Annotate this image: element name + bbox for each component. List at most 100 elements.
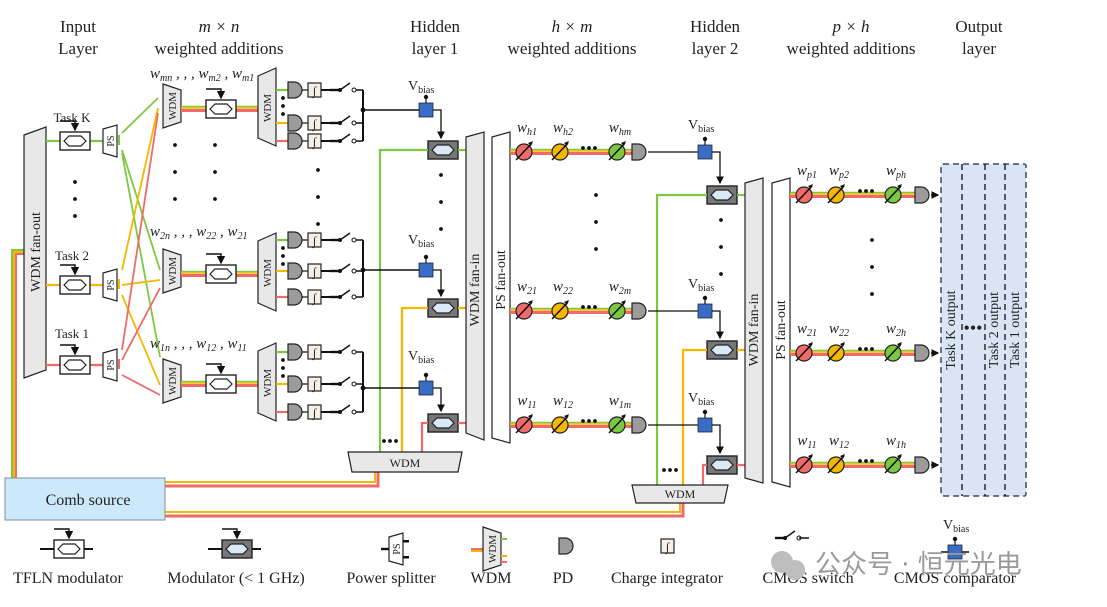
sub: 21 (238, 231, 248, 242)
tuning-arrowhead (564, 141, 569, 146)
slow-modulator-icon (427, 413, 459, 433)
wdm-icon: WDM (482, 526, 502, 572)
tunable-weight-icon (795, 342, 813, 362)
weight-subscript: 11 (527, 400, 536, 411)
weight-subscript: hm (619, 127, 631, 138)
ellipsis-dot (870, 292, 874, 296)
comb-source-label: Comb source (46, 492, 131, 509)
cmos-comparator-icon (697, 295, 713, 319)
charge-integrator-icon: ∫ (307, 289, 322, 305)
vbias-subscript: bias (698, 124, 714, 135)
tunable-weight-icon (884, 342, 902, 362)
modulator-arms (431, 144, 455, 156)
modulator-arms (710, 189, 734, 201)
hidden1-neuron: Vbias (363, 79, 466, 460)
weight-subscript: 21 (807, 328, 817, 339)
sub: mn (160, 73, 172, 84)
vbias-label: Vbias (408, 233, 434, 250)
header-mn-1: m × n (199, 17, 240, 36)
ellipsis-dot (870, 238, 874, 242)
ellipsis-dot (662, 468, 666, 472)
charge-integrator-icon: ∫ (307, 404, 322, 420)
weight-subscript: 22 (839, 328, 849, 339)
tuning-arrow (515, 142, 533, 161)
legend-label: Power splitter (346, 570, 436, 587)
hidden2-neuron: Vbias (648, 391, 745, 485)
legend-item: CMOS switch (762, 530, 854, 587)
tunable-weight-icon (827, 184, 845, 204)
input-row: Task 1PS (46, 326, 120, 382)
weight-label: wh1 (517, 120, 537, 138)
ellipsis-dot (439, 173, 443, 177)
tuning-arrowhead (897, 342, 902, 347)
integrator-symbol: ∫ (312, 378, 317, 392)
integrator-symbol: ∫ (312, 406, 317, 420)
photodetector-icon (914, 344, 930, 362)
slow-modulator-icon (706, 340, 738, 360)
ellipsis-dot (719, 245, 723, 249)
comparator-box (697, 303, 713, 319)
hidden2-neuron: Vbias (648, 118, 745, 485)
tuning-arrowhead (808, 184, 813, 189)
charge-integrator-icon: ∫ (307, 263, 322, 279)
tfln-modulator-icon (59, 275, 91, 295)
integrator-symbol: ∫ (312, 117, 317, 131)
ps-fan-out-2-label: PS fan-out (774, 300, 789, 360)
comparator-box (418, 262, 434, 278)
drive-arrow-icon (206, 363, 226, 375)
ellipsis-dot (668, 468, 672, 472)
header-output-1: Output (955, 17, 1003, 36)
switch-contact (351, 294, 357, 300)
weight-subscript: 11 (807, 440, 816, 451)
control-arrow (433, 269, 445, 298)
ps-label: PS (106, 135, 117, 146)
photodetector-icon (914, 456, 930, 474)
ellipsis-dot (581, 305, 585, 309)
weight-subscript: 1h (896, 440, 906, 451)
switch-contact (351, 268, 357, 274)
modulator-arms (225, 543, 249, 555)
ellipsis-dot (439, 200, 443, 204)
switch-blade (784, 530, 796, 539)
photodetector-icon (287, 262, 303, 280)
feed-fiber (681, 348, 707, 485)
tuning-arrow (551, 301, 569, 320)
control-arrow (712, 424, 724, 455)
ps-port-dots (118, 279, 120, 289)
tuning-arrowhead (897, 184, 902, 189)
weight-label: w2m (609, 279, 631, 297)
weight-sequence-label: w1n , , , w12 , w11 (150, 336, 247, 354)
ellipsis-dot (593, 305, 597, 309)
tunable-weight-icon (551, 300, 569, 320)
ps-body (388, 532, 404, 566)
weight-label: w1h (886, 433, 906, 451)
ellipsis-dot (73, 180, 77, 184)
weight-subscript: 2h (896, 328, 906, 339)
ps-body (102, 348, 118, 382)
tuning-arrowhead (528, 414, 533, 419)
header-hm-1: h × m (552, 17, 593, 36)
feed-fiber (400, 306, 428, 460)
legend-label: PD (553, 570, 573, 587)
hidden2-neuron: Vbias (648, 277, 745, 485)
ps-port-dots (118, 359, 120, 369)
wdm-body (482, 526, 502, 572)
ellipsis-dot (593, 419, 597, 423)
ellipsis-dot (593, 146, 597, 150)
wdm-icon: WDM (162, 248, 182, 294)
photodetector-icon (631, 302, 647, 320)
weight-subscript: h2 (563, 127, 573, 138)
vbias-label: Vbias (688, 277, 714, 294)
feed-fiber (420, 421, 428, 460)
ellipsis-dot (858, 347, 862, 351)
task-label: Task 1 (55, 326, 89, 341)
weight-label: w1m (609, 393, 631, 411)
switch-contact (351, 381, 357, 387)
tuning-arrow (795, 455, 813, 474)
header-mn-2: weighted additions (155, 39, 284, 58)
